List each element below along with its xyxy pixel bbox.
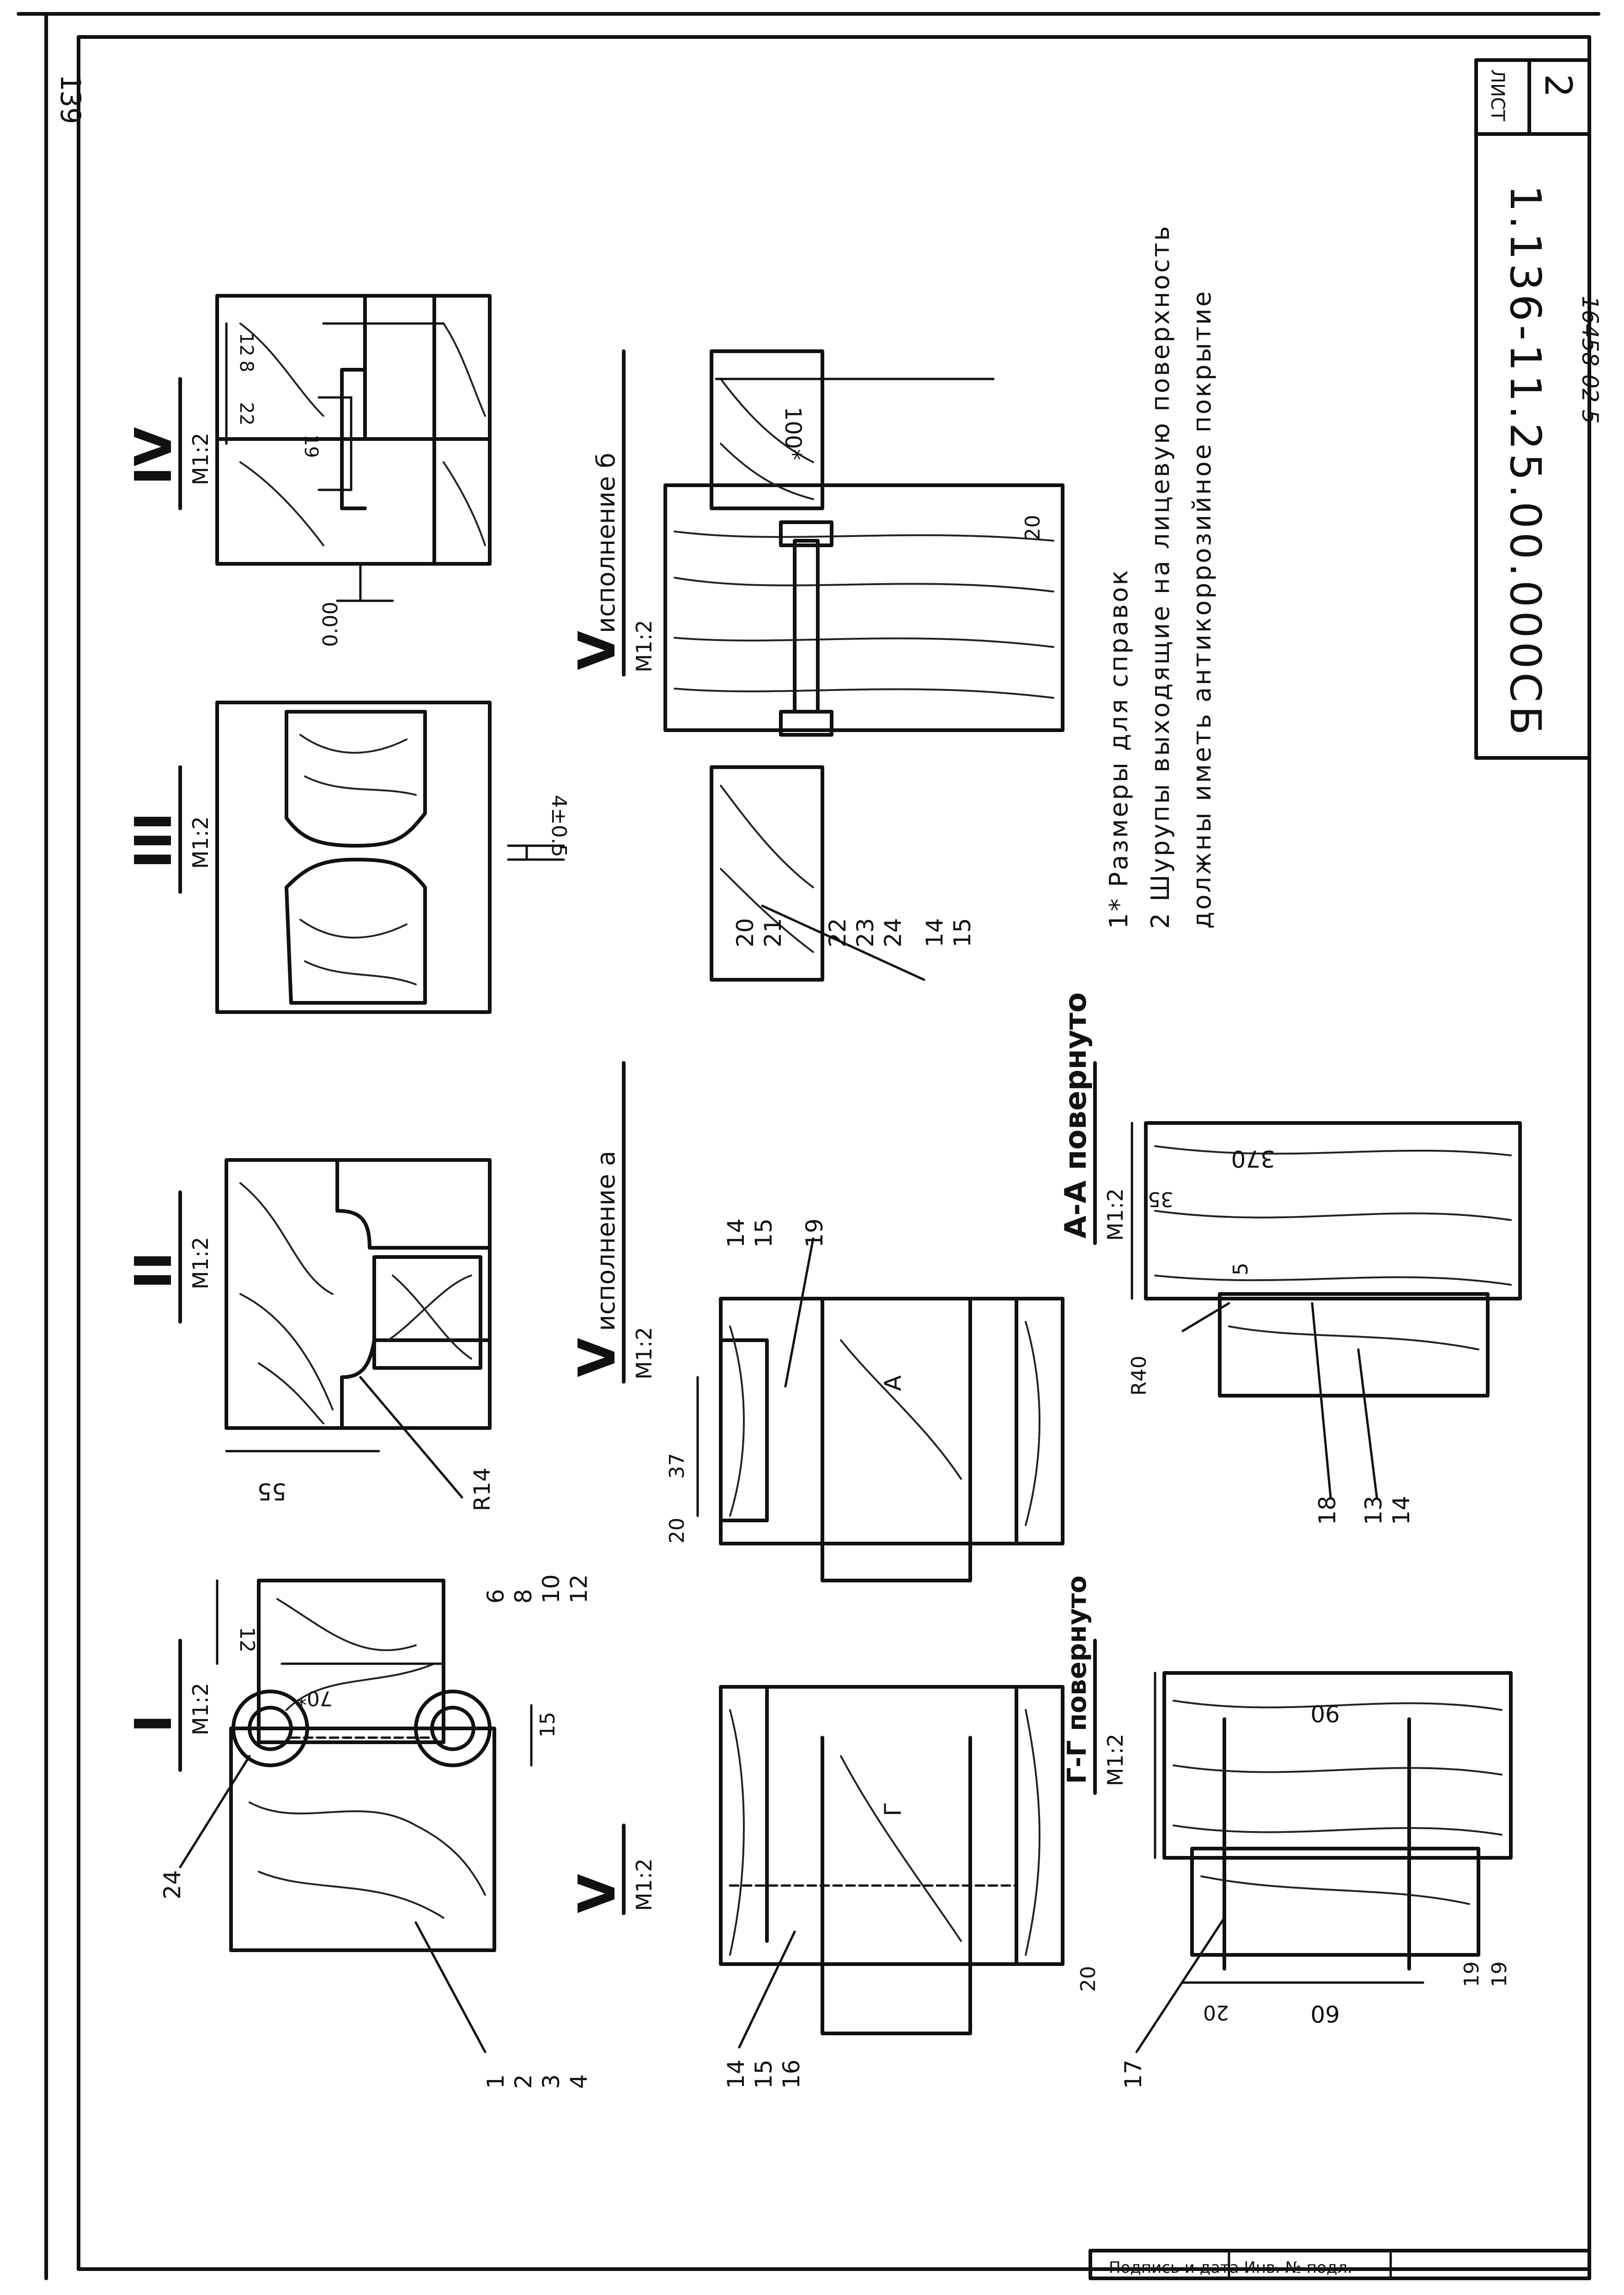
view-Vb-callout-21: 21 — [760, 918, 786, 947]
view-I-callout-3: 3 — [538, 2074, 565, 2089]
view-Va: V исполнение а М1:2 20 37 14 15 19 А — [567, 1061, 1064, 1582]
note-line-2: 2 Шурупы выходящие на лицевую поверхност… — [1146, 224, 1175, 929]
view-Vb-title: V — [567, 631, 626, 670]
view-III: III М1:2 4±0.5 — [124, 701, 571, 1014]
view-IV-title: IV — [124, 427, 183, 485]
view-Vb: V исполнение б М1:2 100* 20 20 21 22 23 … — [567, 349, 1064, 982]
view-I-callout-12: 12 — [566, 1574, 592, 1604]
view-I-title: I — [124, 1714, 183, 1733]
view-I-dim-15: 15 — [536, 1712, 560, 1738]
section-AA-dim-35: 35 — [1148, 1187, 1174, 1211]
view-I-dim-70: 70* — [297, 1686, 333, 1710]
view-III-scale: М1:2 — [188, 816, 213, 869]
view-I-callout-1: 1 — [482, 2074, 509, 2089]
view-I-callout-10: 10 — [538, 1574, 565, 1604]
section-AA: А-А повернуто М1:2 370 35 5 R40 18 13 14 — [1059, 992, 1522, 1525]
note-line-1: 1* Размеры для справок — [1104, 568, 1133, 929]
view-II-dim-R14: R14 — [469, 1468, 495, 1511]
page-number: 139 — [54, 74, 86, 124]
view-I-callout-2: 2 — [510, 2074, 537, 2089]
view-Va-callout-19: 19 — [801, 1218, 828, 1248]
view-Va-title: V — [567, 1338, 626, 1377]
view-I: I М1:2 12 70* 15 24 1 2 3 4 6 8 10 12 — [124, 1574, 592, 2089]
view-Va-callout-14: 14 — [723, 1218, 749, 1248]
view-Va-callout-15: 15 — [750, 1218, 777, 1248]
sheet-frame — [17, 12, 1600, 2280]
section-GG: Г-Г повернуто М1:2 90 19 19 20 60 17 — [1062, 1575, 1513, 2089]
view-Vb-callout-14: 14 — [921, 918, 948, 947]
view-V-dim-20: 20 — [1077, 1966, 1100, 1992]
view-I-callout-6: 6 — [482, 1589, 509, 1604]
view-Vb-dim-100: 100* — [780, 407, 806, 460]
section-AA-scale: М1:2 — [1103, 1188, 1128, 1241]
view-III-title: III — [124, 812, 183, 869]
view-IV-dim-22: 22 — [236, 402, 257, 426]
bottom-stamp-text: Подпись и дата Инв. № подл. — [1109, 2258, 1352, 2277]
view-Va-section-mark: А — [880, 1375, 906, 1391]
view-Vb-scale: М1:2 — [632, 620, 657, 672]
view-II-scale: М1:2 — [188, 1237, 213, 1289]
view-II-title: II — [124, 1251, 183, 1289]
section-GG-dim-90: 90 — [1310, 1700, 1340, 1727]
note-line-3: должны иметь антикоррозийное покрытие — [1187, 289, 1216, 929]
section-GG-callout-17: 17 — [1120, 2059, 1147, 2089]
view-I-dim-12: 12 — [235, 1627, 259, 1653]
section-AA-dim-5: 5 — [1229, 1263, 1253, 1276]
notes: 1* Размеры для справок 2 Шурупы выходящи… — [1104, 224, 1216, 929]
section-AA-dim-R40: R40 — [1127, 1355, 1151, 1396]
view-IV-dim-19: 19 — [300, 434, 322, 458]
view-I-scale: М1:2 — [188, 1683, 213, 1735]
section-GG-dim-19b: 19 — [1488, 1961, 1511, 1987]
document-code: 1.136-11.25.00.000СБ — [1501, 185, 1550, 739]
view-Vb-callout-22: 22 — [824, 918, 851, 947]
view-V-title: V — [567, 1874, 626, 1913]
sheet-label: ЛИСТ — [1487, 69, 1508, 122]
view-Va-dim-20: 20 — [665, 1518, 689, 1544]
view-IV-dim-12: 12 — [236, 333, 257, 356]
view-IV-scale: М1:2 — [188, 433, 213, 485]
view-Vb-subtitle: исполнение б — [591, 453, 620, 633]
view-V: V М1:2 20 14 15 16 Г — [567, 1685, 1100, 2089]
view-IV: IV М1:2 19 12 8 22 0.00 — [124, 294, 492, 647]
view-Vb-callout-24: 24 — [880, 918, 906, 947]
archive-number: 16458-02 5 — [1577, 296, 1603, 424]
view-V-callout-16: 16 — [778, 2059, 805, 2089]
section-AA-callout-13: 13 — [1360, 1495, 1387, 1525]
view-V-scale: М1:2 — [632, 1858, 657, 1911]
view-Vb-callout-15: 15 — [949, 918, 976, 947]
view-I-callout-8: 8 — [510, 1589, 537, 1604]
bottom-stamp: Подпись и дата Инв. № подл. — [1089, 2249, 1591, 2280]
view-V-callout-14: 14 — [723, 2059, 749, 2089]
section-GG-dim-19a: 19 — [1460, 1961, 1484, 1987]
sheet-number: 2 — [1537, 74, 1580, 98]
section-GG-title: Г-Г повернуто — [1062, 1575, 1092, 1784]
view-III-dim-gap: 4±0.5 — [547, 795, 571, 857]
view-I-callout-4: 4 — [566, 2074, 592, 2089]
section-AA-dim-370: 370 — [1231, 1145, 1275, 1172]
view-V-section-mark: Г — [880, 1802, 906, 1817]
view-IV-dim-8: 8 — [236, 360, 257, 372]
view-II-dim-55: 55 — [257, 1478, 286, 1505]
view-V-callout-15: 15 — [750, 2059, 777, 2089]
section-AA-callout-14: 14 — [1388, 1495, 1415, 1525]
view-II: II М1:2 55 R14 — [124, 1158, 495, 1511]
view-I-callout-24: 24 — [159, 1870, 186, 1899]
section-GG-dim-20: 20 — [1203, 2001, 1229, 2024]
view-Vb-dim-20: 20 — [1021, 515, 1045, 541]
section-AA-title: А-А повернуто — [1059, 992, 1093, 1239]
title-block: ЛИСТ 2 1.136-11.25.00.000СБ — [1474, 58, 1591, 760]
section-GG-dim-60: 60 — [1310, 2000, 1340, 2027]
view-Vb-callout-20: 20 — [732, 918, 759, 947]
view-Vb-callout-23: 23 — [852, 918, 879, 947]
view-IV-dim-level: 0.00 — [319, 602, 342, 647]
section-GG-scale: М1:2 — [1103, 1733, 1128, 1786]
view-Va-subtitle: исполнение а — [591, 1151, 620, 1331]
view-Va-dim-37: 37 — [665, 1453, 689, 1479]
view-Va-scale: М1:2 — [632, 1327, 657, 1379]
section-AA-callout-18: 18 — [1314, 1495, 1341, 1525]
